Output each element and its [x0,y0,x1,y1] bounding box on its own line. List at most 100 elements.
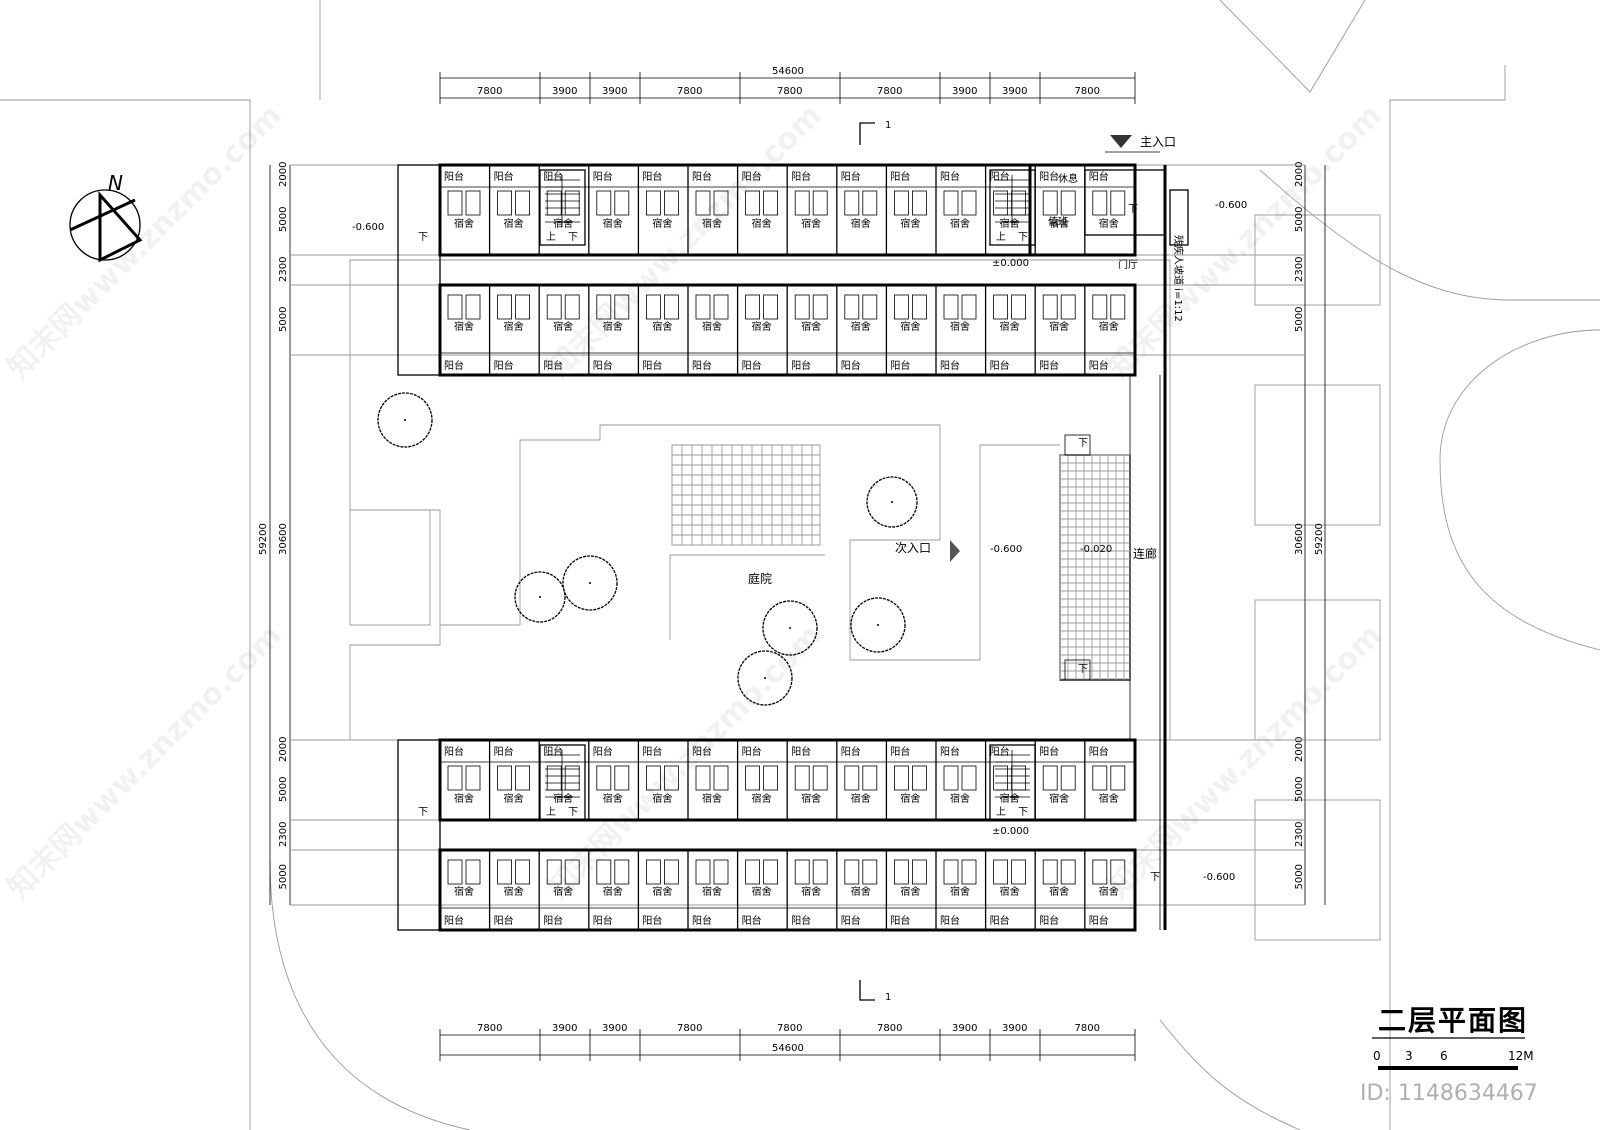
scale-12: 12M [1508,1049,1534,1063]
dorm-label: 宿舍 [752,885,772,898]
dorm-label: 宿舍 [1000,792,1020,805]
section-mark-bottom: 1 [885,992,891,1003]
stair-down-label: 下 [568,807,578,818]
balcony-label: 阳台 [1089,170,1109,183]
right-block-dimension: 2000 [1294,737,1305,762]
top-segment-dimension: 7800 [777,86,802,97]
connecting-corridor [1059,434,1131,681]
dorm-label: 宿舍 [504,320,524,333]
dorm-label: 宿舍 [1099,217,1119,230]
main-entrance-label: 主入口 [1140,135,1176,149]
top-segment-dimension: 3900 [602,86,627,97]
dorm-label: 宿舍 [454,792,474,805]
elevation-corridor: -0.020 [1080,544,1112,555]
balcony-label: 阳台 [841,359,861,372]
dorm-label: 宿舍 [900,792,920,805]
ramp-label: 残疾人坡道 i=1:12 [1172,235,1185,322]
balcony-label: 阳台 [791,914,811,927]
dorm-label: 宿舍 [950,792,970,805]
left-mid-dimension: 30600 [278,523,289,555]
stair-down-label: 下 [1018,232,1028,243]
top-segment-dimension: 7800 [877,86,902,97]
right-mid-dimension: 30600 [1294,523,1305,555]
balcony-label: 阳台 [1039,914,1059,927]
balcony-label: 阳台 [990,359,1010,372]
dorm-label: 宿舍 [702,792,722,805]
right-dimensions: 30600 59200 [1294,165,1326,905]
bottom-total-dimension: 54600 [772,1043,804,1054]
watermark-4: 知末网www.znzmo.com [1,618,289,906]
tree-symbol [762,600,818,656]
bottom-segment-dimension: 3900 [1002,1023,1027,1034]
dorm-label: 宿舍 [603,792,623,805]
balcony-label: 阳台 [494,359,514,372]
south-dormitory-block: 阳台宿舍宿舍阳台阳台宿舍宿舍阳台阳台宿舍宿舍阳台阳台宿舍宿舍阳台阳台宿舍宿舍阳台… [397,738,1137,932]
title-block: 二层平面图 0 3 6 12M ID: 1148634467 [1360,1004,1538,1106]
dorm-label: 宿舍 [454,217,474,230]
balcony-label: 阳台 [593,745,613,758]
dorm-label: 宿舍 [801,792,821,805]
elevation-east-north: -0.600 [1215,200,1247,211]
tree-symbol [377,392,433,448]
dorm-label: 宿舍 [1049,217,1069,230]
dorm-label: 宿舍 [950,885,970,898]
left-block-dimension: 2300 [278,257,289,282]
dorm-label: 宿舍 [504,792,524,805]
right-block-dimension: 5000 [1294,864,1305,889]
watermark: 知末网www.znzmo.com 知末网www.znzmo.com 知末网www… [1,98,1389,906]
balcony-label: 阳台 [742,170,762,183]
scale-6: 6 [1440,1049,1448,1063]
balcony-label: 阳台 [593,914,613,927]
bottom-segment-dimension: 7800 [1075,1023,1100,1034]
watermark-2: 知末网www.znzmo.com [541,98,829,386]
dorm-label: 宿舍 [1000,217,1020,230]
balcony-label: 阳台 [494,914,514,927]
dorm-label: 宿舍 [950,320,970,333]
left-block-dimension: 5000 [278,207,289,232]
dorm-label: 宿舍 [702,320,722,333]
north-label: N [108,171,123,195]
top-dimensions: 54600 [439,66,1136,104]
dorm-label: 宿舍 [851,885,871,898]
stair-down-label: 下 [1018,807,1028,818]
dorm-label: 宿舍 [1000,320,1020,333]
balcony-label: 阳台 [642,914,662,927]
dorm-label: 宿舍 [652,217,672,230]
dorm-label: 宿舍 [1049,792,1069,805]
bottom-segment-dimension: 7800 [677,1023,702,1034]
courtyard-paving [671,444,821,546]
top-segment-dimension: 7800 [1075,86,1100,97]
bottom-segment-dimension: 7800 [477,1023,502,1034]
dorm-label: 宿舍 [1049,885,1069,898]
tree-symbol [850,597,906,653]
bottom-segment-dimension: 7800 [777,1023,802,1034]
dorm-label: 宿舍 [1099,792,1119,805]
balcony-label: 阳台 [990,170,1010,183]
dorm-label: 宿舍 [1099,885,1119,898]
dorm-label: 宿舍 [752,792,772,805]
balcony-label: 阳台 [1089,359,1109,372]
top-segment-dimension: 3900 [952,86,977,97]
top-segment-dimension: 3900 [1002,86,1027,97]
lobby-block: 值班 休息 门厅 残疾人坡道 i=1:12 [1028,163,1189,930]
right-block-dimension: 5000 [1294,307,1305,332]
balcony-label: 阳台 [444,914,464,927]
left-block-dimension: 5000 [278,777,289,802]
balcony-label: 阳台 [593,170,613,183]
balcony-label: 阳台 [940,359,960,372]
dorm-label: 宿舍 [603,885,623,898]
stair-up-label: 上 [996,806,1006,818]
bottom-segment-dimension: 3900 [602,1023,627,1034]
tree-symbol [562,555,618,611]
balcony-label: 阳台 [692,745,712,758]
balcony-label: 阳台 [890,914,910,927]
balcony-label: 阳台 [692,359,712,372]
stair-up-label: 上 [996,231,1006,243]
balcony-label: 阳台 [444,170,464,183]
dorm-label: 宿舍 [801,217,821,230]
dorm-label: 宿舍 [851,792,871,805]
scale-3: 3 [1405,1049,1413,1063]
balcony-label: 阳台 [642,745,662,758]
left-dimensions: 59200 30600 [258,165,291,905]
